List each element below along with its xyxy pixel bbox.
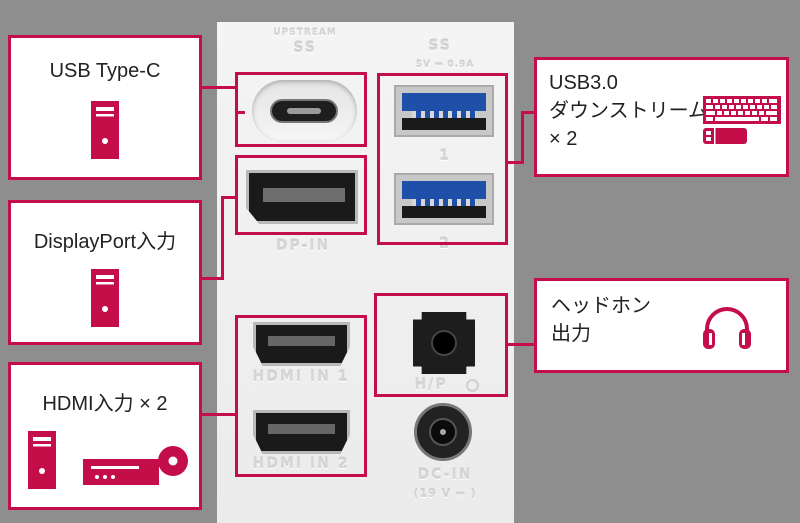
dp-connector-line-h2 bbox=[221, 196, 237, 199]
hdmi-port-1-tongue bbox=[268, 336, 335, 346]
headphone-symbol-icon bbox=[466, 379, 479, 392]
hdmi-in-2-label: HDMI IN 2 bbox=[252, 456, 350, 472]
usb-c-connector-line-v bbox=[235, 86, 238, 114]
mouse-icon bbox=[703, 128, 747, 144]
usb-a-port-2-pins bbox=[412, 199, 476, 206]
pc-tower-icon bbox=[91, 101, 119, 159]
callout-hdmi-label: HDMI入力 × 2 bbox=[42, 393, 168, 415]
keyboard-icon bbox=[703, 96, 781, 124]
callout-usb3-line1: USB3.0 bbox=[549, 72, 618, 94]
usb3-connector-line-h2 bbox=[521, 111, 534, 114]
hdmi-connector-line bbox=[200, 413, 237, 416]
pc-tower-icon bbox=[91, 269, 119, 327]
hdmi-port-2-tongue bbox=[268, 424, 335, 434]
callout-displayport-label: DisplayPort入力 bbox=[33, 231, 177, 253]
usb-c-highlight-frame bbox=[235, 72, 367, 147]
headphone-connector-line bbox=[506, 343, 536, 346]
usb-power-rating: 5V ⎓ 0.9A bbox=[415, 60, 475, 70]
dp-connector-line-h1 bbox=[200, 277, 224, 280]
usb-c-connector-line-h2 bbox=[235, 111, 245, 114]
headphone-jack-hole bbox=[431, 330, 457, 356]
callout-hdmi: HDMI入力 × 2 bbox=[8, 362, 202, 510]
displayport-port-tongue bbox=[263, 188, 345, 202]
usb-a-port-1-pins bbox=[412, 111, 476, 118]
hdmi-highlight-frame bbox=[235, 315, 367, 477]
callout-headphone: ヘッドホン 出力 bbox=[534, 278, 789, 373]
dc-in-rating: (19 V ⎓ ) bbox=[413, 487, 477, 500]
dc-in-jack-pin bbox=[440, 429, 446, 435]
usb-c-port-tongue bbox=[287, 108, 321, 114]
usb-a-highlight-frame bbox=[377, 73, 508, 245]
superspeed-logo-left: SS bbox=[293, 40, 317, 56]
dc-in-label: DC-IN bbox=[417, 467, 473, 483]
usb-a-port-2-tongue bbox=[402, 181, 486, 199]
usb3-connector-line-h1 bbox=[506, 161, 524, 164]
callout-usb3-downstream: USB3.0 ダウンストリーム × 2 bbox=[534, 57, 789, 177]
headphone-highlight-frame bbox=[374, 293, 508, 397]
headphones-icon bbox=[703, 307, 751, 349]
callout-displayport: DisplayPort入力 bbox=[8, 200, 202, 345]
dc-in-jack bbox=[414, 403, 472, 461]
callout-headphone-line2: 出力 bbox=[551, 323, 591, 345]
dp-connector-line-v bbox=[221, 196, 224, 280]
pc-tower-icon bbox=[28, 431, 56, 489]
usb-a-port-1-cavity bbox=[402, 118, 486, 130]
superspeed-logo-right: SS bbox=[428, 38, 452, 54]
callout-headphone-line1: ヘッドホン bbox=[551, 295, 651, 317]
callout-usb3-line3: × 2 bbox=[549, 128, 578, 150]
callout-usb-type-c-label: USB Type-C bbox=[49, 60, 161, 82]
dc-in-jack-inner bbox=[429, 418, 457, 446]
usb-port-number-1: 1 bbox=[439, 148, 451, 164]
usb-a-port-1-tongue bbox=[402, 93, 486, 111]
dp-in-label: DP-IN bbox=[275, 238, 331, 254]
usb3-connector-line-v bbox=[521, 111, 524, 164]
callout-usb3-line2: ダウンストリーム bbox=[549, 100, 708, 122]
usb-c-connector-line-h1 bbox=[200, 86, 237, 89]
callout-usb-type-c: USB Type-C bbox=[8, 35, 202, 180]
usb-a-port-2-cavity bbox=[402, 206, 486, 218]
displayport-highlight-frame bbox=[235, 155, 367, 235]
upstream-label: UPSTREAM bbox=[273, 28, 337, 38]
hdmi-in-1-label: HDMI IN 1 bbox=[252, 369, 350, 385]
disc-player-icon bbox=[83, 446, 188, 485]
hp-label: H/P bbox=[414, 377, 448, 393]
